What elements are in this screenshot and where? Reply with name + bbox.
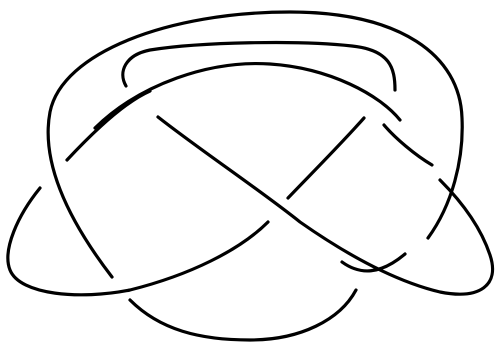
knot-strand-right-diagonal	[384, 125, 432, 165]
knot-strand-center-diagonal-c	[8, 188, 268, 295]
knot-strand-center-diagonal-b	[288, 118, 364, 198]
knot-strand-left-diagonal	[67, 91, 150, 160]
knot-strand-main-left-arc	[95, 64, 400, 128]
knot-strand-center-diagonal-a	[158, 117, 493, 294]
knot-strand-bottom-arc	[130, 290, 356, 340]
knot-strand-outer-top-arc	[48, 12, 462, 277]
